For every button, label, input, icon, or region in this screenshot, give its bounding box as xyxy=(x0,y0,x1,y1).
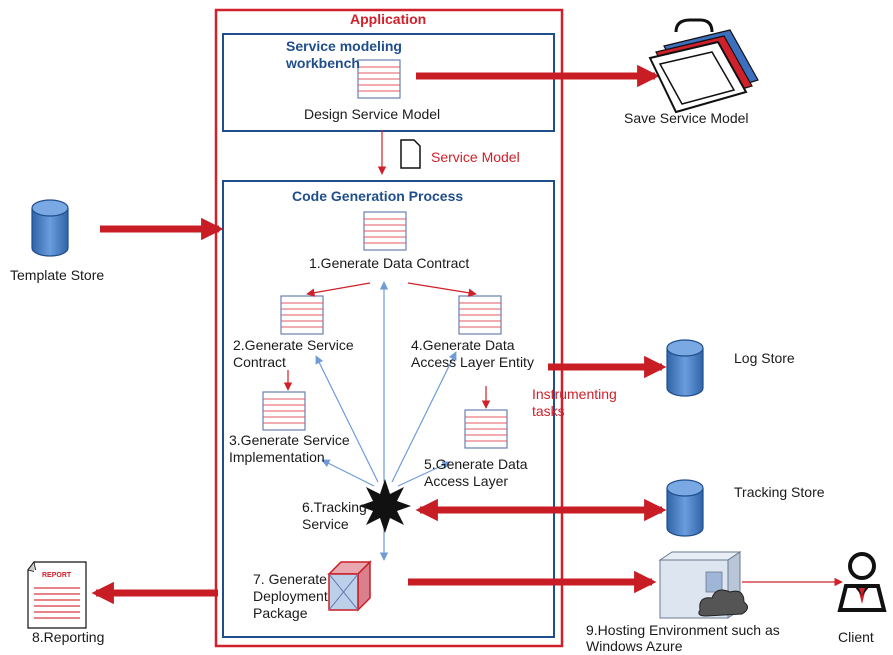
client-person-icon xyxy=(837,552,887,612)
tracking-service-star-icon xyxy=(359,479,411,533)
step2-label-line2: Contract xyxy=(233,354,286,370)
tracking-store-cylinder-icon xyxy=(666,479,704,537)
tracking-store-label: Tracking Store xyxy=(734,484,825,500)
data-contract-doc-icon xyxy=(363,211,407,251)
cloud-icon xyxy=(698,589,748,617)
design-model-doc-icon xyxy=(357,59,401,99)
reporting-label: 8.Reporting xyxy=(32,629,105,645)
dal-doc-icon xyxy=(464,409,508,449)
codegen-title: Code Generation Process xyxy=(292,188,464,204)
design-service-model-label: Design Service Model xyxy=(304,106,441,122)
instrumenting-label-line1: Instrumenting xyxy=(532,386,617,402)
log-store-label: Log Store xyxy=(734,350,795,366)
hosting-label-line1: 9.Hosting Environment such as xyxy=(586,622,780,638)
step5-label-line1: 5.Generate Data xyxy=(424,456,528,472)
hosting-label-line2: Windows Azure xyxy=(586,638,683,654)
hosting-server-icon xyxy=(658,551,748,619)
step3-label-line2: Implementation xyxy=(229,449,325,465)
step5-label-line2: Access Layer xyxy=(424,473,509,489)
save-model-icon xyxy=(648,18,759,114)
application-container xyxy=(214,8,564,648)
step3-label-line1: 3.Generate Service xyxy=(229,432,350,448)
step7-label-line1: 7. Generate xyxy=(253,571,327,587)
step4-label-line1: 4.Generate Data xyxy=(411,337,515,353)
application-title: Application xyxy=(350,11,427,27)
workbench-title-line2: workbench xyxy=(286,55,360,71)
service-model-label: Service Model xyxy=(431,149,520,165)
deployment-package-icon xyxy=(327,560,372,612)
client-label: Client xyxy=(838,629,874,645)
step4-label-line2: Access Layer Entity xyxy=(411,354,534,370)
step6-label-line1: 6.Tracking xyxy=(302,499,367,515)
service-model-file-icon xyxy=(400,139,421,169)
workbench-box xyxy=(222,33,555,132)
codegen-box xyxy=(222,180,555,638)
step7-label-line2: Deployment xyxy=(253,588,328,604)
instrumenting-label-line2: tasks xyxy=(532,403,565,419)
step7-label-line3: Package xyxy=(253,605,308,621)
step1-label: 1.Generate Data Contract xyxy=(309,255,470,271)
service-impl-doc-icon xyxy=(262,391,306,431)
step6-label-line2: Service xyxy=(302,516,349,532)
dal-entity-doc-icon xyxy=(458,295,502,335)
log-store-cylinder-icon xyxy=(666,339,704,397)
template-store-cylinder-icon xyxy=(31,199,69,257)
report-doc-title: REPORT xyxy=(42,572,72,579)
service-contract-doc-icon xyxy=(280,295,324,335)
workbench-title-line1: Service modeling xyxy=(286,38,402,54)
save-service-model-label: Save Service Model xyxy=(624,110,749,126)
step2-label-line1: 2.Generate Service xyxy=(233,337,354,353)
template-store-label: Template Store xyxy=(10,267,105,283)
